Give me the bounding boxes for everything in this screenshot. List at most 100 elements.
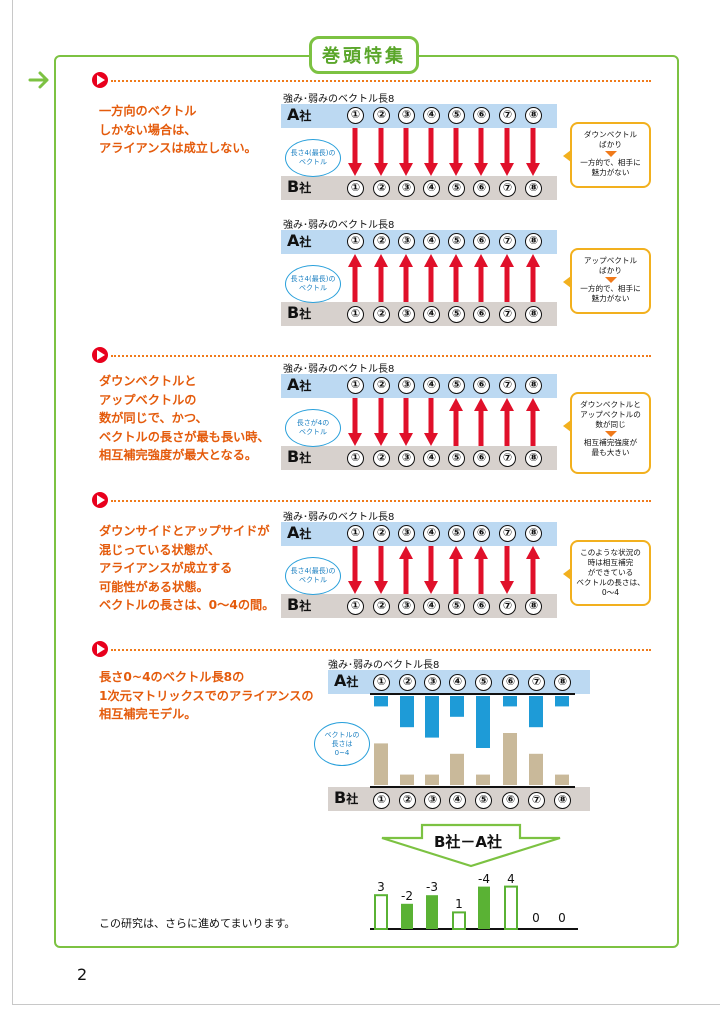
position-circle: ⑥ xyxy=(473,525,490,542)
diagram-label: 強み･弱みのベクトル長8 xyxy=(283,512,395,523)
position-circle: ⑦ xyxy=(499,180,516,197)
position-circle: ① xyxy=(347,450,364,467)
a-bar-value: 2 xyxy=(453,699,460,713)
position-circle: ⑧ xyxy=(525,377,542,394)
position-circle: ③ xyxy=(424,792,441,809)
diagram-label: 強み･弱みのベクトル長8 xyxy=(283,220,395,231)
position-circle: ④ xyxy=(423,450,440,467)
b-bar-value: 3 xyxy=(453,762,460,776)
position-circle: ① xyxy=(347,377,364,394)
position-circle: ① xyxy=(347,180,364,197)
down-arrow-icon xyxy=(604,431,617,437)
section-marker-icon xyxy=(92,347,108,363)
section-text-line: アライアンスは成立しない。 xyxy=(99,141,257,155)
a-bar-value: 3 xyxy=(403,704,410,718)
section-marker-icon xyxy=(92,641,108,657)
position-circle: ⑦ xyxy=(499,306,516,323)
section-divider xyxy=(111,355,651,357)
section-text-line: 数が同じで、かつ、 xyxy=(99,411,208,425)
position-circle: ④ xyxy=(423,107,440,124)
position-circle: ⑦ xyxy=(528,792,545,809)
position-circle: ⑥ xyxy=(473,450,490,467)
section-text-line: ベクトルの長さは、0〜4の間。 xyxy=(99,598,275,612)
difference-value: -3 xyxy=(426,880,438,895)
position-circle: ④ xyxy=(423,598,440,615)
vector-length-note: 長さ4(最長)のベクトル xyxy=(285,139,341,177)
position-circle: ⑤ xyxy=(448,525,465,542)
position-circle: ③ xyxy=(398,180,415,197)
position-circle: ⑤ xyxy=(448,450,465,467)
b-bar-value: 3 xyxy=(532,762,539,776)
position-circle: ② xyxy=(373,598,390,615)
b-bar-value: 5 xyxy=(506,752,513,765)
difference-value: 3 xyxy=(377,880,385,895)
position-circle: ⑥ xyxy=(502,792,519,809)
section-text-line: 一方向のベクトル xyxy=(99,104,197,118)
position-circle: ① xyxy=(347,233,364,250)
section-text: 一方向のベクトルしかない場合は、アライアンスは成立しない。 xyxy=(99,102,257,158)
position-circle: ④ xyxy=(449,674,466,691)
position-circle: ④ xyxy=(423,525,440,542)
section-divider xyxy=(111,500,651,502)
position-circle: ① xyxy=(373,674,390,691)
section-text-line: 相互補完強度が最大となる。 xyxy=(99,448,258,462)
position-circle: ② xyxy=(399,792,416,809)
feature-badge-text: 巻頭特集 xyxy=(322,46,406,67)
b-bar-value: 1 xyxy=(479,772,486,786)
position-circle: ⑦ xyxy=(499,377,516,394)
company-name: A社 xyxy=(287,105,312,124)
section-text-line: アップベクトルの xyxy=(99,392,197,407)
position-circle: ① xyxy=(347,598,364,615)
position-circle: ② xyxy=(373,306,390,323)
position-circle: ⑤ xyxy=(448,306,465,323)
down-arrow-icon xyxy=(604,151,617,157)
position-circle: ① xyxy=(347,525,364,542)
position-circle: ① xyxy=(373,792,390,809)
position-circle: ③ xyxy=(398,377,415,394)
position-circle: ② xyxy=(373,233,390,250)
position-circle: ⑦ xyxy=(499,107,516,124)
position-circle: ④ xyxy=(423,377,440,394)
position-circle: ④ xyxy=(423,233,440,250)
a-bar-value: 4 xyxy=(428,709,435,723)
company-name: B社 xyxy=(287,595,312,614)
position-circle: ⑧ xyxy=(525,180,542,197)
position-circle: ⑧ xyxy=(525,450,542,467)
section-divider xyxy=(111,80,651,82)
section-text-line: 混じっている状態が、 xyxy=(99,542,221,557)
position-circle: ⑤ xyxy=(475,674,492,691)
b-bar-value: 4 xyxy=(377,757,384,771)
position-circle: ④ xyxy=(449,792,466,809)
section-divider xyxy=(111,649,651,651)
position-circle: ② xyxy=(373,450,390,467)
position-circle: ⑤ xyxy=(448,598,465,615)
b-bar-value: 1 xyxy=(558,772,565,786)
position-circle: ⑤ xyxy=(448,180,465,197)
position-circle: ③ xyxy=(424,674,441,691)
position-circle: ④ xyxy=(423,306,440,323)
difference-value: 0 xyxy=(558,911,566,925)
vector-length-note: 長さ4(最長)のベクトル xyxy=(285,265,341,303)
section-text-line: しかない場合は、 xyxy=(99,122,197,137)
position-circle: ① xyxy=(347,107,364,124)
position-circle: ⑥ xyxy=(473,180,490,197)
position-circle: ⑧ xyxy=(525,233,542,250)
section-text-line: 長さ0~4のベクトル長8の xyxy=(99,670,245,684)
position-circle: ⑧ xyxy=(525,107,542,124)
a-bar-value: 1 xyxy=(506,694,513,708)
page-edge xyxy=(12,0,720,1005)
position-circle: ⑤ xyxy=(448,377,465,394)
b-bar-value: 1 xyxy=(428,772,435,786)
section-text-line: ベクトルの長さが最も長い時、 xyxy=(99,429,270,444)
position-circle: ⑧ xyxy=(554,792,571,809)
company-name: A社 xyxy=(287,375,312,394)
company-name: A社 xyxy=(287,231,312,250)
diagram-label: 強み･弱みのベクトル長8 xyxy=(328,660,440,671)
position-circle: ③ xyxy=(398,525,415,542)
difference-label: B社－A社 xyxy=(434,833,503,851)
position-circle: ⑤ xyxy=(448,107,465,124)
callout-note: ダウンベクトルばかり一方的で、相手に魅力がない xyxy=(563,122,651,188)
position-circle: ⑧ xyxy=(525,525,542,542)
down-arrow-icon xyxy=(604,277,617,283)
